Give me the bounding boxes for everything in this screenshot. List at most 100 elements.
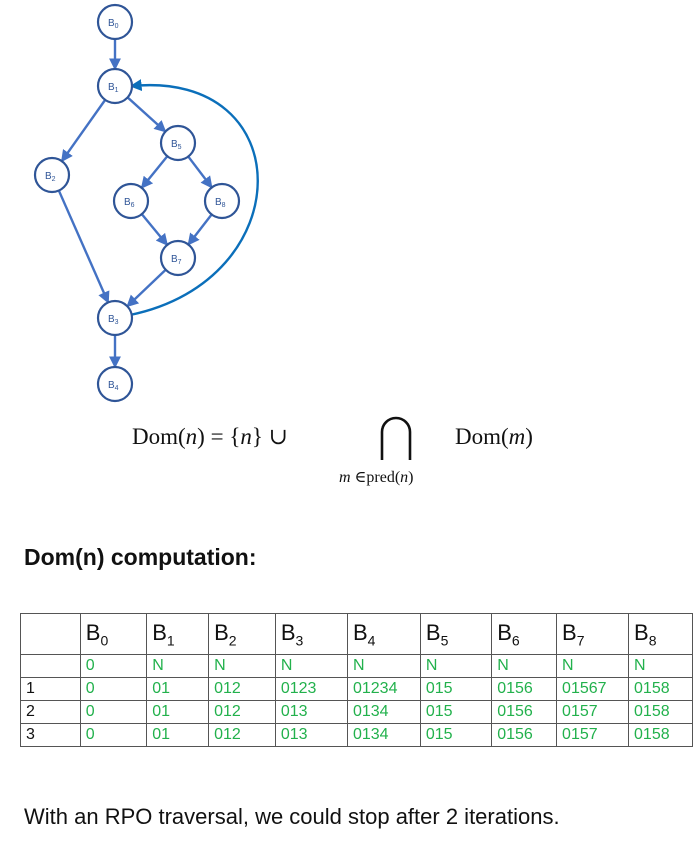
row-iteration-label [20, 654, 81, 678]
dom-set-cell: 015 [419, 677, 493, 701]
dom-set-cell: 0134 [346, 700, 421, 724]
edge-b2-to-b3 [57, 190, 110, 304]
dom-set-cell: 0157 [556, 723, 630, 747]
dom-set-cell: 0156 [491, 700, 558, 724]
edge-b6-to-b7 [140, 213, 169, 246]
column-header-b7: B7 [556, 613, 630, 655]
formula-rhs-func: Dom( [455, 424, 509, 449]
formula-paren: ) [197, 424, 205, 449]
edge-b5-to-b8 [187, 155, 213, 189]
dom-set-cell: 013 [274, 723, 348, 747]
node-b4: B4 [96, 365, 134, 403]
dom-set-cell: 01234 [346, 677, 421, 701]
dom-set-cell: 015 [419, 723, 493, 747]
dom-set-cell: 0158 [628, 723, 693, 747]
dom-set-cell: 01 [146, 723, 210, 747]
node-label: B5 [171, 139, 182, 151]
footer-note: With an RPO traversal, we could stop aft… [24, 804, 560, 829]
node-b7: B7 [159, 239, 197, 277]
column-header-b1: B1 [146, 613, 210, 655]
row-iteration-label: 2 [20, 700, 81, 724]
dom-set-cell: 013 [274, 700, 348, 724]
intersection-subscript: m ∈pred(n) [339, 467, 414, 487]
node-label: B8 [215, 197, 226, 209]
row-iteration-label: 3 [20, 723, 81, 747]
dom-set-cell: 012 [208, 700, 276, 724]
dom-set-cell: 0156 [491, 723, 558, 747]
dom-set-cell: 0 [79, 700, 148, 724]
dom-set-cell: 015 [419, 700, 493, 724]
formula-dom-func: Dom( [132, 424, 186, 449]
dom-set-cell: 0157 [556, 700, 630, 724]
dom-set-cell: 0158 [628, 700, 693, 724]
edge-b8-to-b7 [187, 213, 213, 246]
dom-set-cell: N [628, 654, 693, 678]
dom-set-cell: N [556, 654, 630, 678]
node-label: B3 [108, 314, 119, 326]
dom-set-cell: N [208, 654, 276, 678]
dom-set-cell: N [419, 654, 493, 678]
row-iteration-label: 1 [20, 677, 81, 701]
node-b5: B5 [159, 124, 197, 162]
dom-set-cell: 0 [79, 723, 148, 747]
dominator-formula-lhs: Dom(n) = {n} ∪ [132, 424, 288, 450]
node-label: B4 [108, 380, 119, 392]
formula-rhs-close: ) [525, 424, 533, 449]
dom-set-cell: 01 [146, 700, 210, 724]
dom-set-cell: 0134 [346, 723, 421, 747]
column-header-b6: B6 [491, 613, 558, 655]
node-label: B0 [108, 18, 119, 30]
dom-set-cell: N [146, 654, 210, 678]
formula-set-var: n [240, 424, 252, 449]
dom-set-cell: 012 [208, 723, 276, 747]
table-corner-cell [20, 613, 81, 655]
dom-set-cell: 0 [79, 654, 148, 678]
subscript-close: ) [408, 469, 414, 486]
column-header-b5: B5 [419, 613, 493, 655]
column-header-b8: B8 [628, 613, 693, 655]
dom-set-cell: 0 [79, 677, 148, 701]
dom-set-cell: 012 [208, 677, 276, 701]
node-b1: B1 [96, 67, 134, 105]
subscript-arg-n: n [400, 469, 409, 486]
dom-set-cell: 0123 [274, 677, 348, 701]
section-title: Dom(n) computation: [24, 544, 257, 570]
dominator-formula-rhs: Dom(m) [455, 424, 533, 450]
formula-equals: = { [204, 424, 241, 449]
node-b6: B6 [112, 182, 150, 220]
formula-var-n: n [185, 424, 198, 449]
dom-set-cell: 01 [146, 677, 210, 701]
node-b3: B3 [96, 299, 134, 337]
subscript-pred: ∈pred( [350, 469, 401, 486]
node-label: B7 [171, 254, 182, 266]
node-b0: B0 [96, 3, 134, 41]
node-b2: B2 [33, 156, 71, 194]
column-header-b0: B0 [79, 613, 148, 655]
dom-set-cell: 0156 [491, 677, 558, 701]
node-label: B2 [45, 171, 56, 183]
formula-rhs-var: m [508, 424, 526, 449]
edge-b1-to-b5 [126, 96, 167, 133]
formula-union: } ∪ [251, 424, 288, 449]
dom-set-cell: N [491, 654, 558, 678]
dom-set-cell: 0158 [628, 677, 693, 701]
subscript-var-m: m [339, 469, 351, 486]
edge-b7-to-b3 [126, 268, 167, 308]
node-label: B6 [124, 197, 135, 209]
dom-set-cell: N [346, 654, 421, 678]
back-edge-b3-to-b1 [129, 79, 259, 317]
column-header-b4: B4 [346, 613, 421, 655]
node-label: B1 [108, 82, 119, 94]
edge-b5-to-b6 [140, 155, 169, 189]
column-header-b3: B3 [274, 613, 348, 655]
column-header-b2: B2 [208, 613, 276, 655]
dom-set-cell: 01567 [556, 677, 630, 701]
big-intersection-symbol [380, 416, 412, 460]
